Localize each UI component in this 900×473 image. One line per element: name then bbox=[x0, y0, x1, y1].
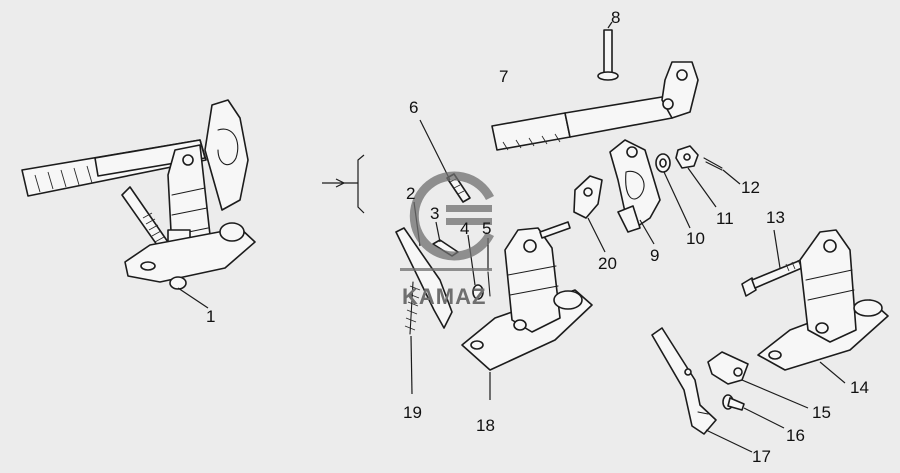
part-8-pin bbox=[597, 21, 619, 81]
watermark-text: KAMAZ bbox=[402, 284, 486, 309]
callout-7: 7 bbox=[499, 67, 508, 86]
callout-11: 11 bbox=[716, 209, 734, 228]
assembled-lever-unit bbox=[21, 99, 256, 309]
assembly-bracket bbox=[322, 154, 365, 214]
callout-18: 18 bbox=[476, 416, 495, 435]
part-9-latch bbox=[609, 139, 661, 245]
callout-15: 15 bbox=[812, 403, 831, 422]
part-20-link bbox=[573, 175, 606, 253]
callout-8: 8 bbox=[611, 8, 620, 27]
kamaz-logo-icon bbox=[400, 171, 495, 271]
part-10-washer bbox=[655, 153, 691, 229]
callout-17: 17 bbox=[752, 447, 771, 466]
part-5-pin bbox=[487, 238, 491, 297]
part-14-bracket bbox=[757, 229, 889, 384]
callout-10: 10 bbox=[686, 229, 705, 248]
callout-2: 2 bbox=[406, 184, 415, 203]
part-19-spring bbox=[404, 281, 421, 395]
callout-9: 9 bbox=[650, 246, 659, 265]
callout-6: 6 bbox=[409, 98, 418, 117]
callout-19: 19 bbox=[403, 403, 422, 422]
part-13-bolt bbox=[741, 229, 810, 297]
callout-5: 5 bbox=[482, 219, 491, 238]
part-7-lever bbox=[491, 61, 699, 151]
part-17-lever bbox=[651, 327, 753, 453]
part-15-clip bbox=[707, 351, 809, 409]
part-2-lever bbox=[395, 201, 453, 329]
callout-16: 16 bbox=[786, 426, 805, 445]
callout-13: 13 bbox=[766, 208, 785, 227]
part-12-cotter-pin bbox=[703, 157, 741, 185]
callout-14: 14 bbox=[850, 378, 869, 397]
callout-4: 4 bbox=[460, 219, 469, 238]
callout-3: 3 bbox=[430, 204, 439, 223]
callout-1: 1 bbox=[206, 307, 215, 326]
part-11-nut bbox=[675, 145, 717, 208]
callout-labels: 1 2 3 4 5 6 7 8 9 10 11 12 13 14 15 16 1… bbox=[206, 8, 869, 466]
callout-12: 12 bbox=[741, 178, 760, 197]
part-18-bracket bbox=[461, 221, 593, 400]
part-16-pin bbox=[722, 394, 785, 429]
callout-20: 20 bbox=[598, 254, 617, 273]
part-4-washer bbox=[467, 234, 484, 300]
